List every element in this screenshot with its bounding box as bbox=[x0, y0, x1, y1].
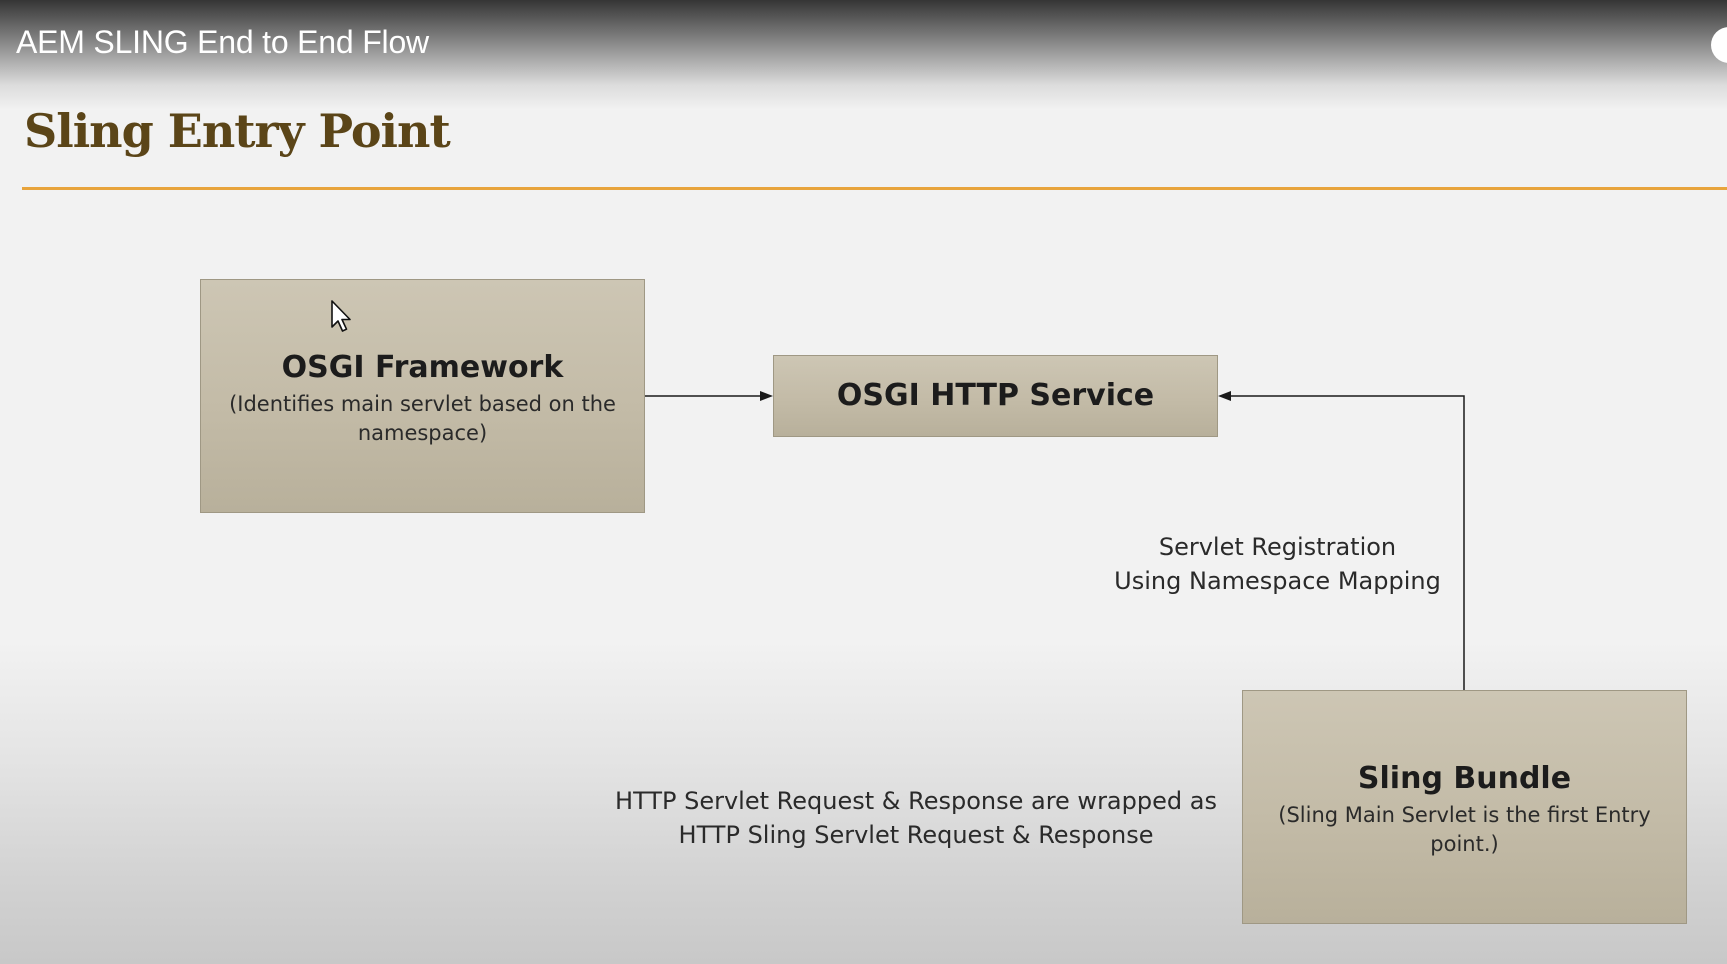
osgi-framework-box: OSGI Framework (Identifies main servlet … bbox=[200, 279, 645, 513]
mouse-pointer-icon bbox=[331, 300, 351, 332]
osgi-framework-heading: OSGI Framework bbox=[281, 350, 564, 385]
wrapped-note-line1: HTTP Servlet Request & Response are wrap… bbox=[615, 787, 1217, 815]
wrapped-note: HTTP Servlet Request & Response are wrap… bbox=[600, 784, 1232, 852]
registration-note: Servlet Registration Using Namespace Map… bbox=[1095, 530, 1460, 598]
arrowhead-left-icon bbox=[1218, 391, 1231, 401]
osgi-http-service-box: OSGI HTTP Service bbox=[773, 355, 1218, 437]
sling-bundle-description: (Sling Main Servlet is the first Entry p… bbox=[1278, 803, 1651, 856]
sling-bundle-box: Sling Bundle (Sling Main Servlet is the … bbox=[1242, 690, 1687, 924]
arrow-bundle-to-http bbox=[1230, 395, 1465, 690]
video-title[interactable]: AEM SLING End to End Flow bbox=[16, 24, 429, 60]
wrapped-note-line2: HTTP Sling Servlet Request & Response bbox=[678, 821, 1154, 849]
registration-note-line2: Using Namespace Mapping bbox=[1114, 567, 1441, 595]
slide-title: Sling Entry Point bbox=[24, 104, 451, 158]
title-rule bbox=[22, 187, 1727, 190]
osgi-http-service-heading: OSGI HTTP Service bbox=[836, 378, 1155, 413]
circle-control-icon[interactable] bbox=[1711, 27, 1727, 63]
sling-bundle-heading: Sling Bundle bbox=[1357, 761, 1572, 796]
osgi-framework-description: (Identifies main servlet based on the na… bbox=[229, 392, 616, 445]
arrowhead-right-icon bbox=[760, 391, 773, 401]
player-top-overlay bbox=[0, 0, 1727, 110]
registration-note-line1: Servlet Registration bbox=[1158, 533, 1397, 561]
